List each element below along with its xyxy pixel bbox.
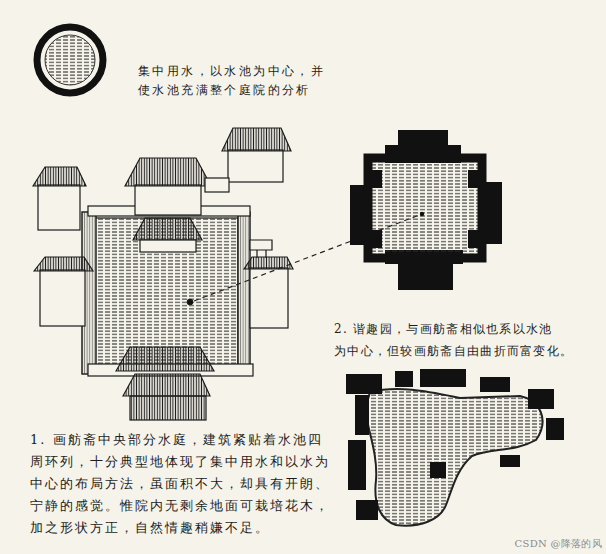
plan-xiequ (346, 369, 564, 526)
plan-huafang-part (372, 170, 382, 188)
courtyard-perspective-part (187, 299, 192, 304)
courtyard-perspective-part (40, 270, 85, 326)
courtyard-perspective-part (95, 218, 238, 365)
plan-huafang-part (420, 212, 424, 216)
courtyard-perspective-part (140, 240, 196, 252)
courtyard-perspective-part (130, 396, 206, 420)
water-icon (37, 27, 103, 93)
plan-huafang-part (468, 230, 478, 248)
courtyard-perspective-part (123, 374, 210, 396)
plan-xiequ-part (365, 389, 543, 526)
title-note: 集中用水，以水池为中心，并 使水池充满整个庭院的分析 (138, 62, 336, 100)
plan-xiequ-part (420, 369, 466, 387)
courtyard-perspective-part (228, 150, 283, 182)
plan-xiequ-part (355, 395, 369, 435)
plan-huafang-part (368, 158, 482, 258)
water-icon-part (37, 27, 103, 93)
courtyard-perspective-part (125, 158, 211, 186)
caption-note: 2. 谐趣园，与画舫斋相似也系以水池 为中心，但较画舫斋自由曲折而富变化。 (334, 318, 596, 362)
plan-xiequ-part (500, 455, 520, 467)
courtyard-perspective-part (135, 185, 201, 215)
plan-xiequ-part (395, 371, 413, 387)
courtyard-perspective-part (205, 178, 229, 192)
courtyard-perspective-part (238, 212, 250, 368)
courtyard-perspective-part (34, 257, 93, 271)
courtyard-perspective-part (250, 240, 272, 258)
courtyard-perspective-part (222, 128, 291, 151)
plan-huafang-part (372, 230, 382, 248)
courtyard-perspective-part (38, 185, 80, 230)
plan-xiequ-part (480, 377, 510, 392)
plan-xiequ-part (348, 440, 366, 490)
plan-huafang-part (468, 170, 478, 188)
plan-xiequ-part (546, 418, 564, 440)
plan-xiequ-part (346, 374, 382, 394)
courtyard-perspective-part (244, 257, 293, 269)
water-icon-part (45, 35, 95, 85)
plan-xiequ-part (356, 500, 378, 520)
plan-xiequ-part (430, 462, 446, 478)
watermark: CSDN @降落的风 (515, 537, 602, 550)
caption-note: 1. 画舫斋中央部分水庭，建筑紧贴着水池四 周环列，十分典型地体现了集中用水和以… (30, 429, 342, 539)
plan-huafang (350, 130, 502, 290)
courtyard-perspective-part (133, 218, 202, 240)
courtyard-perspective-part (238, 212, 250, 368)
courtyard-perspective-part (116, 347, 214, 371)
courtyard-perspective (33, 128, 293, 420)
plan-xiequ-part (528, 389, 554, 409)
courtyard-perspective-part (33, 167, 86, 186)
